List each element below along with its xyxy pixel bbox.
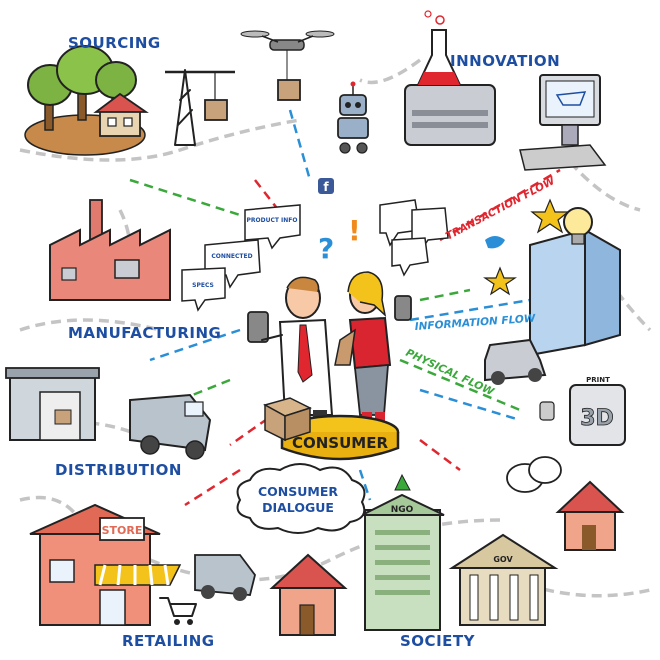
consumer-dialogue-line1: CONSUMER	[258, 484, 338, 499]
twitter-bird-icon	[485, 236, 505, 249]
drone-icon	[240, 30, 335, 101]
label-retailing[interactable]: RETAILING	[122, 632, 215, 650]
speech-bubbles-cluster: PRODUCT INFO CONNECTED SPECS	[181, 199, 449, 312]
office-tower	[529, 228, 621, 357]
svg-text:f: f	[323, 180, 329, 194]
exclamation-mark: !	[348, 214, 361, 247]
female-consumer-figure	[334, 271, 412, 424]
ngo-sign: NGO	[391, 505, 414, 515]
small-delivery-van	[194, 554, 256, 601]
connected-bubble-text: CONNECTED	[211, 253, 252, 260]
label-distribution[interactable]: DISTRIBUTION	[55, 461, 182, 479]
delivery-van	[129, 393, 212, 460]
product-info-bubble-text: PRODUCT INFO	[246, 217, 297, 224]
physical-flow-lines	[129, 178, 521, 412]
shopping-cart-icon	[159, 597, 197, 625]
3d-printer-icon: 3D PRINT	[539, 376, 626, 446]
consumer-dialogue-line2: DIALOGUE	[262, 500, 334, 515]
gov-building: GOV	[448, 533, 559, 626]
speech-bubbles-icon	[506, 456, 562, 493]
label-sourcing[interactable]: SOURCING	[68, 34, 161, 52]
car-icon	[484, 338, 547, 385]
crane-icon	[165, 69, 235, 146]
facebook-icon: f	[318, 178, 334, 194]
parcel-box-icon	[263, 397, 312, 442]
store-sign: STORE	[102, 524, 143, 537]
warehouse-building	[5, 367, 100, 441]
innovation-lab	[404, 10, 496, 146]
transaction-flow-label: TRANSACTION FLOW	[444, 175, 557, 243]
store-building: STORE	[29, 503, 182, 626]
computer-monitor-icon	[519, 74, 607, 171]
question-mark: ?	[318, 232, 334, 265]
stars-icon	[483, 198, 570, 296]
house-building	[269, 553, 348, 636]
physical-flow-label: PHYSICAL FLOW	[404, 347, 496, 399]
gov-sign: GOV	[493, 555, 513, 564]
ngo-building: NGO	[361, 473, 445, 631]
label-society[interactable]: SOCIETY	[400, 632, 476, 650]
specs-bubble-text: SPECS	[192, 282, 214, 289]
consumer-podium[interactable]: CONSUMER	[280, 414, 400, 461]
consumer-label: CONSUMER	[292, 434, 388, 452]
lightbulb-icon	[563, 207, 593, 245]
robot-icon	[337, 81, 369, 154]
information-flow-lines	[149, 109, 531, 501]
label-innovation[interactable]: INNOVATION	[450, 52, 560, 70]
print-text: PRINT	[586, 376, 610, 384]
small-house-right	[555, 480, 625, 551]
consumer-dialogue-cloud[interactable]: CONSUMER DIALOGUE	[236, 463, 366, 534]
factory-building	[49, 199, 171, 301]
label-manufacturing[interactable]: MANUFACTURING	[68, 324, 221, 342]
sourcing-farm	[24, 45, 149, 156]
print-3d-text: 3D	[580, 406, 614, 431]
